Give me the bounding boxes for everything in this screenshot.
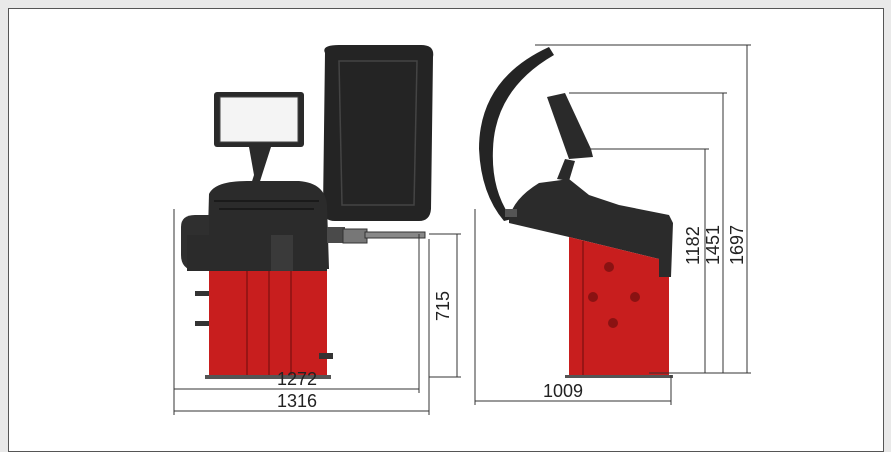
dim-1009: 1009 <box>543 381 583 401</box>
front-dimensions <box>173 209 461 415</box>
dim-1697: 1697 <box>727 225 747 265</box>
front-monitor <box>214 92 304 197</box>
dim-1316: 1316 <box>277 391 317 411</box>
drawing-frame: 1272 1316 715 <box>8 8 884 452</box>
front-wheel-guard <box>323 45 434 221</box>
side-view-machine <box>479 47 673 378</box>
side-dimensions <box>474 44 751 405</box>
dim-1182: 1182 <box>683 226 703 265</box>
side-upper-body <box>509 179 673 277</box>
side-monitor <box>547 93 593 159</box>
dim-1451: 1451 <box>703 225 723 265</box>
front-balancer-shaft <box>327 227 426 244</box>
dim-715: 715 <box>433 291 453 321</box>
dim-1272: 1272 <box>277 369 317 389</box>
side-red-cabinet <box>569 237 669 375</box>
front-red-cabinet <box>209 271 327 377</box>
side-wheel-guard <box>479 47 554 221</box>
dimension-drawing: 1272 1316 715 <box>173 44 751 415</box>
front-view-machine <box>181 45 434 379</box>
